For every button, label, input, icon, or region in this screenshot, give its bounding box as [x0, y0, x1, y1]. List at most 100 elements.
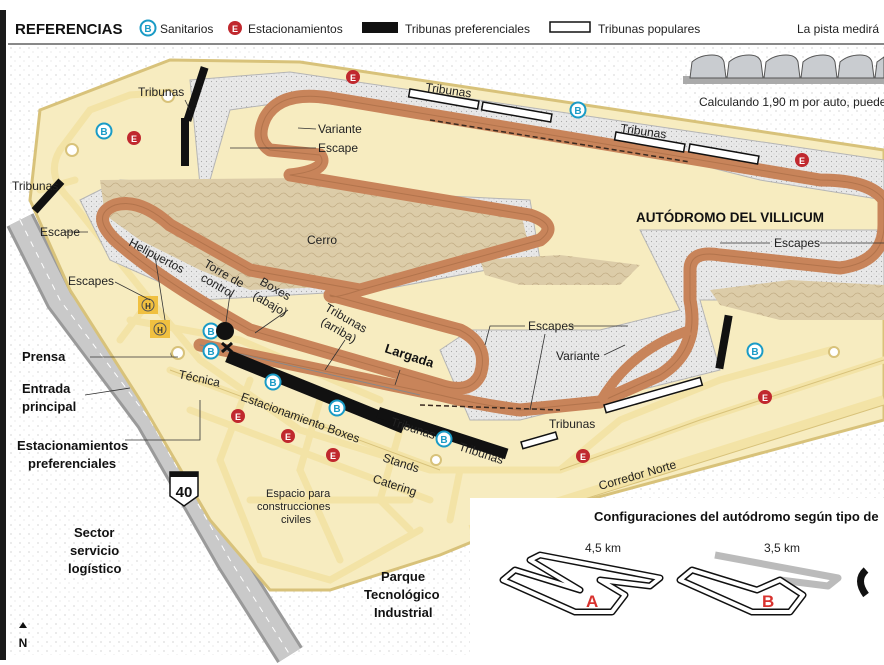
label-tribunas-south: Tribunas	[549, 417, 595, 431]
config-c-partial	[857, 567, 869, 598]
legend-estac-icon	[228, 21, 242, 35]
sanitario-icon: B	[95, 122, 113, 140]
svg-text:E: E	[350, 73, 356, 83]
label-tribunas-nw: Tribunas	[138, 85, 184, 99]
note-road	[683, 76, 884, 84]
config-a-track	[501, 553, 662, 614]
estacionamiento-icon: E	[795, 153, 809, 167]
legend-sanitario-icon	[139, 19, 157, 37]
estacionamiento-icon: E	[281, 429, 295, 443]
legend-title: REFERENCIAS	[15, 21, 123, 38]
svg-text:E: E	[285, 432, 291, 442]
label-estac-pref-2: preferenciales	[28, 456, 116, 471]
svg-text:E: E	[235, 412, 241, 422]
label-sector-1: Sector	[74, 525, 114, 540]
route-40-shield-icon: 40	[169, 471, 199, 507]
note-cars	[689, 54, 884, 79]
estacionamiento-icon: E	[326, 448, 340, 462]
svg-text:E: E	[799, 156, 805, 166]
helipads: H H	[138, 296, 170, 338]
cerro-hill	[100, 178, 530, 290]
svg-text:B: B	[100, 127, 107, 138]
legend-estac-letter: E	[232, 24, 238, 34]
legend-popular-swatch	[549, 21, 591, 33]
track-variante-east	[595, 325, 692, 405]
configurations-panel: Configuraciones del autódromo según tipo…	[470, 498, 884, 658]
label-prensa: Prensa	[22, 349, 66, 364]
legend-sanitarios-label: Sanitarios	[160, 22, 213, 36]
estacionamiento-icon: E	[127, 131, 141, 145]
svg-text:B: B	[574, 106, 581, 117]
label-espacio-2: construcciones	[257, 501, 331, 513]
label-tribunas-west: Tribunas	[12, 179, 58, 193]
sanitario-icon: B	[435, 430, 453, 448]
svg-text:B: B	[207, 327, 214, 338]
label-entrada-2: principal	[22, 399, 76, 414]
sanitario-markers: B B B B B B B B	[95, 101, 764, 448]
hill-center	[480, 255, 640, 285]
leader-lines	[64, 99, 884, 441]
svg-text:E: E	[580, 452, 586, 462]
estacionamiento-icon: E	[346, 70, 360, 84]
label-sector-2: servicio	[70, 543, 119, 558]
svg-text:B: B	[333, 404, 340, 415]
label-parque-1: Parque	[381, 569, 425, 584]
svg-text:H: H	[145, 302, 151, 311]
legend-tribunas-pref-label: Tribunas preferenciales	[405, 22, 530, 36]
road-edges	[169, 359, 884, 471]
svg-text:E: E	[762, 393, 768, 403]
estacionamiento-markers: E E E E E E E E	[127, 70, 809, 463]
label-entrada-1: Entrada	[22, 381, 71, 396]
label-parque-2: Tecnológico	[364, 587, 440, 602]
label-variante-east: Variante	[556, 349, 600, 363]
legend: REFERENCIAS B Sanitarios E Estacionamien…	[8, 19, 884, 45]
svg-text:B: B	[440, 435, 447, 446]
sanitario-icon: B	[202, 342, 220, 360]
svg-text:N: N	[19, 636, 28, 650]
label-escape-west: Escape	[40, 225, 80, 239]
helipad-icon: H	[150, 320, 170, 338]
svg-text:B: B	[207, 347, 214, 358]
control-tower-icon	[216, 322, 234, 340]
direction-arrows-north	[429, 119, 691, 163]
label-cerro: Cerro	[307, 233, 337, 247]
label-escape-north: Escape	[318, 141, 358, 155]
config-b-track	[678, 568, 805, 614]
press-icon	[220, 341, 234, 354]
svg-text:E: E	[330, 451, 336, 461]
direction-arrows-start	[419, 404, 561, 411]
label-parque-3: Industrial	[374, 605, 433, 620]
estacionamiento-icon: E	[576, 449, 590, 463]
label-escapes-west: Escapes	[68, 274, 114, 288]
note-line2: Calculando 1,90 m por auto, puede	[699, 95, 884, 109]
label-escapes-east: Escapes	[528, 319, 574, 333]
north-arrow-icon: N	[19, 622, 28, 650]
estacionamiento-icon: E	[758, 390, 772, 404]
sanitario-icon: B	[328, 399, 346, 417]
note-line1: La pista medirá	[797, 22, 879, 36]
legend-estacionamientos-label: Estacionamientos	[248, 22, 343, 36]
label-tribunas-north: Tribunas	[425, 80, 473, 100]
sanitario-icon: B	[264, 373, 282, 391]
sanitario-icon: B	[746, 342, 764, 360]
label-espacio-3: civiles	[281, 514, 311, 526]
label-estac-pref-1: Estacionamientos	[17, 438, 128, 453]
legend-tribunas-pop-label: Tribunas populares	[598, 22, 700, 36]
config-b-letter: B	[762, 592, 774, 611]
svg-text:B: B	[269, 378, 276, 389]
label-escapes-northeast: Escapes	[774, 236, 820, 250]
svg-text:B: B	[751, 347, 758, 358]
capacity-note: La pista medirá Calculando 1,90 m por au…	[683, 22, 884, 109]
left-frame-bar	[0, 10, 6, 660]
svg-text:H: H	[157, 326, 163, 335]
label-variante-north: Variante	[318, 122, 362, 136]
sanitario-icon: B	[569, 101, 587, 119]
config-b-length: 3,5 km	[764, 541, 800, 555]
estacionamiento-icon: E	[231, 409, 245, 423]
label-espacio-1: Espacio para	[266, 488, 331, 500]
label-tribunas-northeast: Tribunas	[620, 121, 668, 141]
legend-sanitario-letter: B	[144, 24, 151, 35]
roundabouts	[65, 89, 840, 466]
hill-east	[710, 280, 884, 320]
